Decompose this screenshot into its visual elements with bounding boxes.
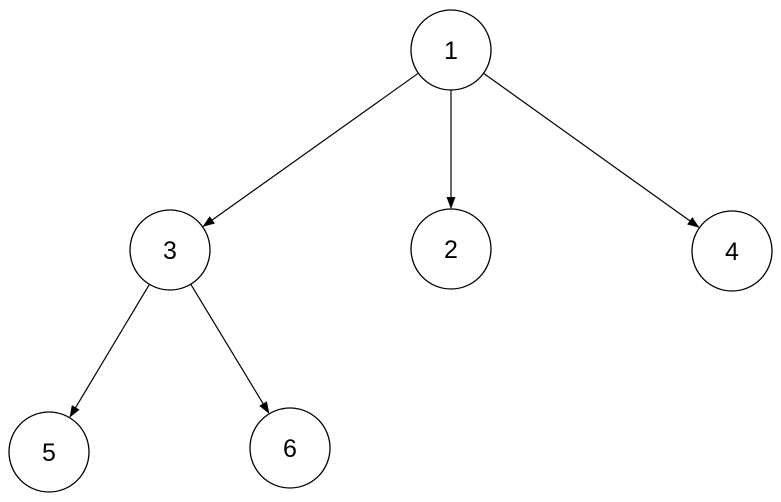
tree-node-label-3: 3 [163, 237, 177, 265]
tree-node-1: 1 [410, 9, 492, 91]
tree-node-label-6: 6 [283, 435, 297, 463]
edge-3-6 [190, 283, 270, 414]
tree-node-2: 2 [410, 208, 492, 290]
tree-node-label-2: 2 [444, 236, 458, 264]
tree-node-label-1: 1 [444, 37, 458, 65]
tree-node-label-4: 4 [725, 238, 739, 266]
tree-node-circle-5 [8, 411, 90, 493]
tree-node-circle-6 [249, 407, 331, 489]
tree-node-6: 6 [249, 407, 331, 489]
tree-node-circle-3 [129, 209, 211, 291]
tree-node-circle-2 [410, 208, 492, 290]
tree-node-5: 5 [8, 411, 90, 493]
tree-node-3: 3 [129, 209, 211, 291]
tree-node-4: 4 [691, 210, 773, 292]
tree-node-circle-4 [691, 210, 773, 292]
edge-1-4 [483, 72, 700, 228]
tree-node-circle-1 [410, 9, 492, 91]
edge-1-3 [202, 72, 419, 227]
tree-node-label-5: 5 [42, 439, 56, 467]
edge-3-5 [69, 284, 150, 418]
